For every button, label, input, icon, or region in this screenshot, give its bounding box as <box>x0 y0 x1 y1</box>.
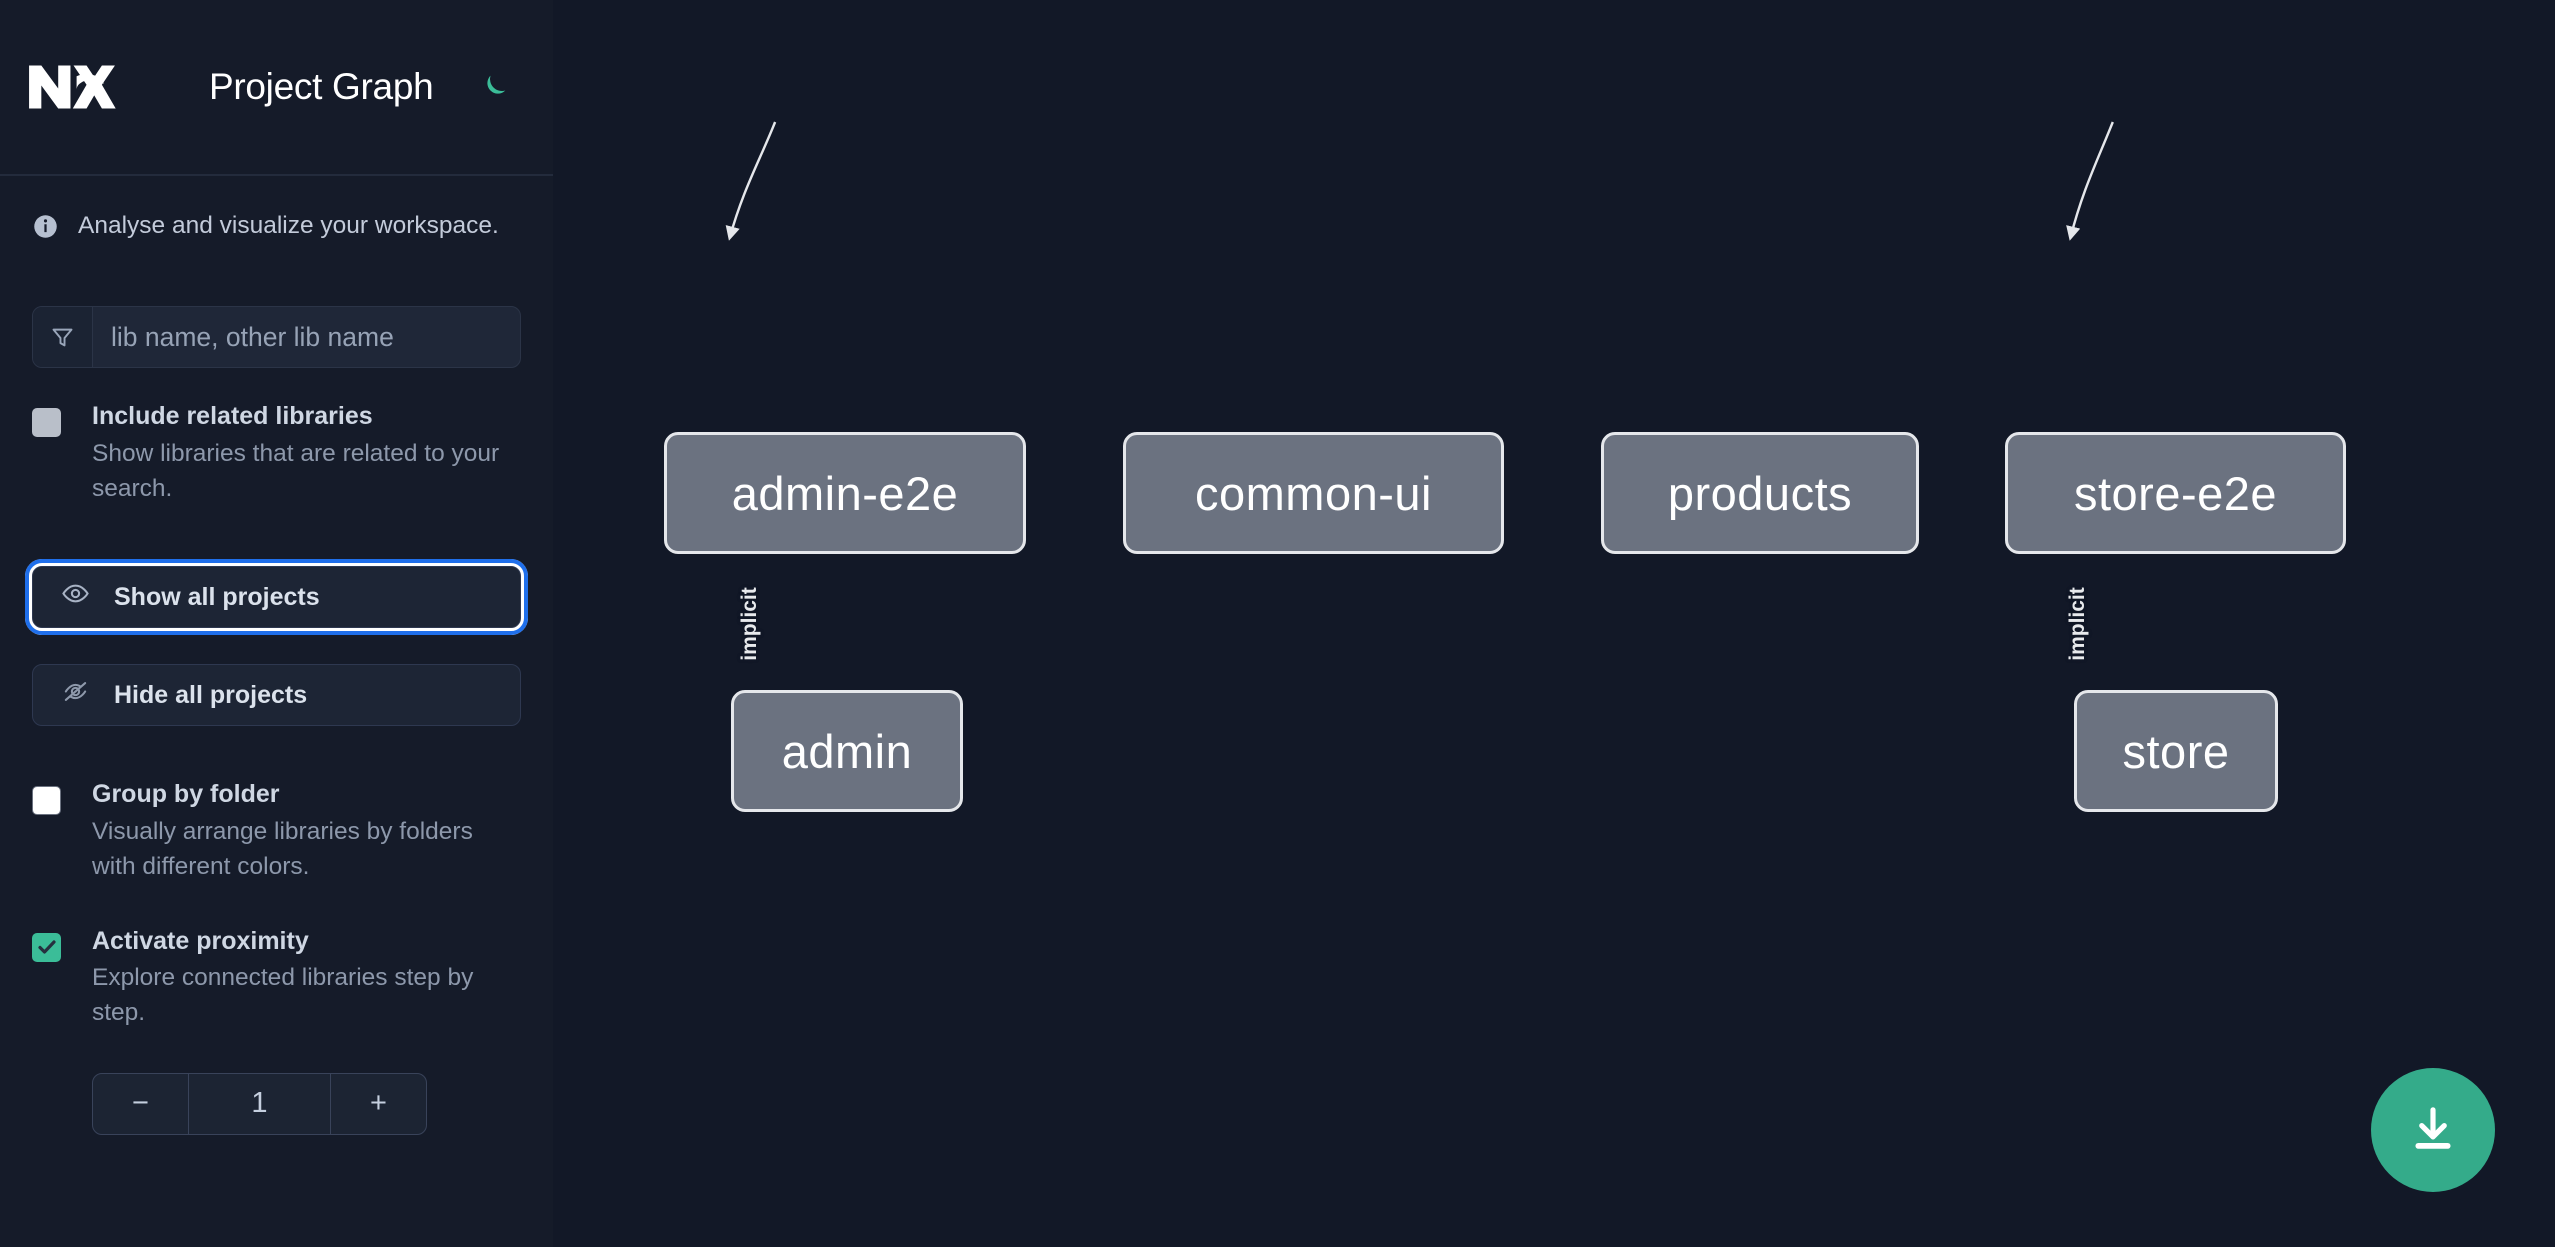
graph-node-label: admin-e2e <box>731 466 959 520</box>
show-all-projects-button[interactable]: Show all projects <box>25 559 528 636</box>
proximity-increment-button[interactable]: + <box>330 1073 426 1134</box>
download-graph-button[interactable] <box>2371 1068 2495 1192</box>
search-input[interactable] <box>93 307 520 367</box>
graph-node-label: store-e2e <box>2073 466 2278 520</box>
funnel-icon <box>33 307 93 367</box>
graph-node-admin[interactable]: admin <box>731 690 963 812</box>
group-by-folder-description: Visually arrange libraries by folders wi… <box>92 818 473 880</box>
nx-logo-icon <box>26 59 118 115</box>
hide-all-projects-button[interactable]: Hide all projects <box>32 664 521 727</box>
graph-node-label: common-ui <box>1195 466 1432 520</box>
option-activate-proximity[interactable]: Activate proximity Explore connected lib… <box>32 927 521 1135</box>
hide-all-projects-label: Hide all projects <box>114 680 308 709</box>
proximity-decrement-button[interactable]: − <box>93 1073 189 1134</box>
graph-node-store-e2e[interactable]: store-e2e <box>2005 432 2346 554</box>
graph-edges <box>725 121 2114 241</box>
page-title: Project Graph <box>209 66 434 107</box>
graph-node-common-ui[interactable]: common-ui <box>1123 432 1504 554</box>
include-related-libraries-label: Include related libraries <box>92 402 373 430</box>
visibility-button-group: Show all projects Hide all projects <box>25 559 528 727</box>
group-by-folder-checkbox[interactable] <box>32 786 61 816</box>
activate-proximity-description: Explore connected libraries step by step… <box>92 964 474 1027</box>
activate-proximity-label: Activate proximity <box>92 926 309 955</box>
moon-icon[interactable] <box>475 68 513 106</box>
eye-icon <box>61 579 90 615</box>
workspace-info-text: Analyse and visualize your workspace. <box>78 212 499 239</box>
info-icon <box>32 213 59 240</box>
include-related-libraries-description: Show libraries that are related to your … <box>92 439 500 502</box>
show-all-projects-label: Show all projects <box>114 582 320 611</box>
download-icon <box>2406 1102 2460 1159</box>
graph-canvas[interactable]: admin-e2e common-ui products store-e2e a… <box>553 0 2555 1247</box>
graph-node-label: store <box>2122 724 2230 778</box>
graph-node-admin-e2e[interactable]: admin-e2e <box>664 432 1026 554</box>
option-include-related-libraries[interactable]: Include related libraries Show libraries… <box>32 402 521 506</box>
graph-node-label: admin <box>781 724 913 778</box>
proximity-value: 1 <box>251 1087 268 1120</box>
sidebar: Project Graph Analyse and visualize your… <box>0 0 553 1247</box>
graph-node-store[interactable]: store <box>2074 690 2278 812</box>
edge-label-admin-implicit: implicit <box>737 587 761 661</box>
option-group-by-folder[interactable]: Group by folder Visually arrange librari… <box>32 780 521 884</box>
filter-field[interactable] <box>32 306 521 368</box>
graph-node-label: products <box>1667 466 1853 520</box>
include-related-libraries-checkbox[interactable] <box>32 408 61 437</box>
edge-label-store-implicit: implicit <box>2065 587 2089 661</box>
activate-proximity-checkbox[interactable] <box>32 932 61 962</box>
sidebar-body: Analyse and visualize your workspace. In… <box>0 176 553 1135</box>
eye-off-icon <box>61 677 90 713</box>
proximity-stepper: − 1 + <box>92 1072 427 1135</box>
graph-node-products[interactable]: products <box>1601 432 1919 554</box>
group-by-folder-label: Group by folder <box>92 780 280 809</box>
sidebar-header: Project Graph <box>0 0 553 176</box>
workspace-info: Analyse and visualize your workspace. <box>32 176 521 250</box>
